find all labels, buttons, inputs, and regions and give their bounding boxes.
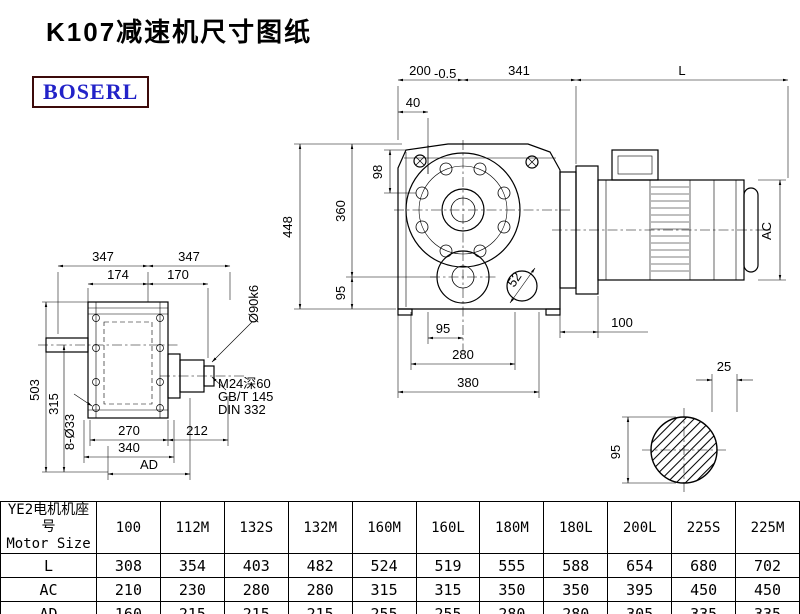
motor-size-header-en: Motor Size: [6, 536, 91, 552]
leader-lines: [73, 321, 253, 407]
col-header: 180L: [543, 501, 609, 554]
row-label-AC: AC: [0, 577, 97, 602]
dim-200-tolerance: -0.5: [434, 66, 456, 81]
dim-95-side: 95: [333, 286, 348, 300]
row-label-L: L: [0, 553, 97, 578]
gearbox-front-view: [45, 301, 215, 419]
col-header: 225S: [671, 501, 737, 554]
housing-outline: [397, 143, 561, 310]
dim-315: 315: [46, 393, 61, 415]
dim-360: 360: [333, 200, 348, 222]
dim-100: 100: [611, 315, 633, 330]
technical-drawing: 200 -0.5 341 L 40 98 448 360 95 95 280 3…: [27, 63, 789, 492]
col-header: 200L: [607, 501, 673, 554]
mounting-holes: [92, 314, 164, 412]
row-label-AD: AD: [0, 601, 97, 614]
dim-280: 280: [452, 347, 474, 362]
dim-170: 170: [167, 267, 189, 282]
dim-448: 448: [280, 216, 295, 238]
centerlines: [38, 140, 772, 492]
terminal-box: [611, 149, 659, 181]
motor-size-header: YE2电机机座号 Motor Size: [0, 501, 97, 554]
dim-95-section: 95: [608, 445, 623, 459]
dim-174: 174: [107, 267, 129, 282]
col-header: 100: [96, 501, 161, 554]
dim-341: 341: [508, 63, 530, 78]
note-din332: DIN 332: [218, 402, 266, 417]
col-header: 160M: [351, 501, 417, 554]
dim-503: 503: [27, 379, 42, 401]
note-tapped-hole: M24深60: [218, 376, 271, 391]
dim-52: 52: [504, 269, 525, 289]
dim-40: 40: [406, 95, 420, 110]
col-header: 160L: [415, 501, 481, 554]
dim-95-bottom: 95: [436, 321, 450, 336]
page-title: K107减速机尺寸图纸: [46, 17, 313, 47]
gearbox-side-view: [397, 143, 561, 316]
front-body: [87, 301, 169, 419]
dim-340: 340: [118, 440, 140, 455]
dim-L: L: [678, 63, 685, 78]
dim-200: 200: [409, 63, 431, 78]
dimension-lines: [44, 78, 789, 484]
note-gbt145: GB/T 145: [218, 389, 273, 404]
dim-98: 98: [370, 165, 385, 179]
dim-AD: AD: [140, 457, 158, 472]
dim-380: 380: [457, 375, 479, 390]
col-header: 132M: [287, 501, 353, 554]
dim-8-holes: 8-Ø33: [62, 414, 77, 450]
dim-347-left: 347: [92, 249, 114, 264]
dim-AC: AC: [759, 222, 774, 240]
col-header: 225M: [735, 501, 800, 554]
col-header: 132S: [223, 501, 289, 554]
motor-size-header-cn: YE2电机机座号: [7, 502, 90, 536]
col-header: 112M: [159, 501, 225, 554]
lifting-eye-left-icon: [413, 154, 427, 168]
motor-size-table: YE2电机机座号 Motor Size 100 112M 132S 132M 1…: [0, 501, 800, 614]
motor-fins: [651, 186, 689, 272]
dim-347-right: 347: [178, 249, 200, 264]
motor-view: [559, 149, 759, 295]
lifting-eye-right-icon: [525, 155, 539, 169]
dim-270: 270: [118, 423, 140, 438]
dim-shaft-diameter: Ø90k6: [246, 285, 261, 323]
dim-212: 212: [186, 423, 208, 438]
col-header: 180M: [479, 501, 545, 554]
table-header-row: YE2电机机座号 Motor Size 100 112M 132S 132M 1…: [0, 501, 800, 554]
boserl-logo: BOSERL: [32, 76, 150, 108]
dim-25: 25: [717, 359, 731, 374]
dimension-labels: 200 -0.5 341 L 40 98 448 360 95 95 280 3…: [27, 63, 774, 472]
